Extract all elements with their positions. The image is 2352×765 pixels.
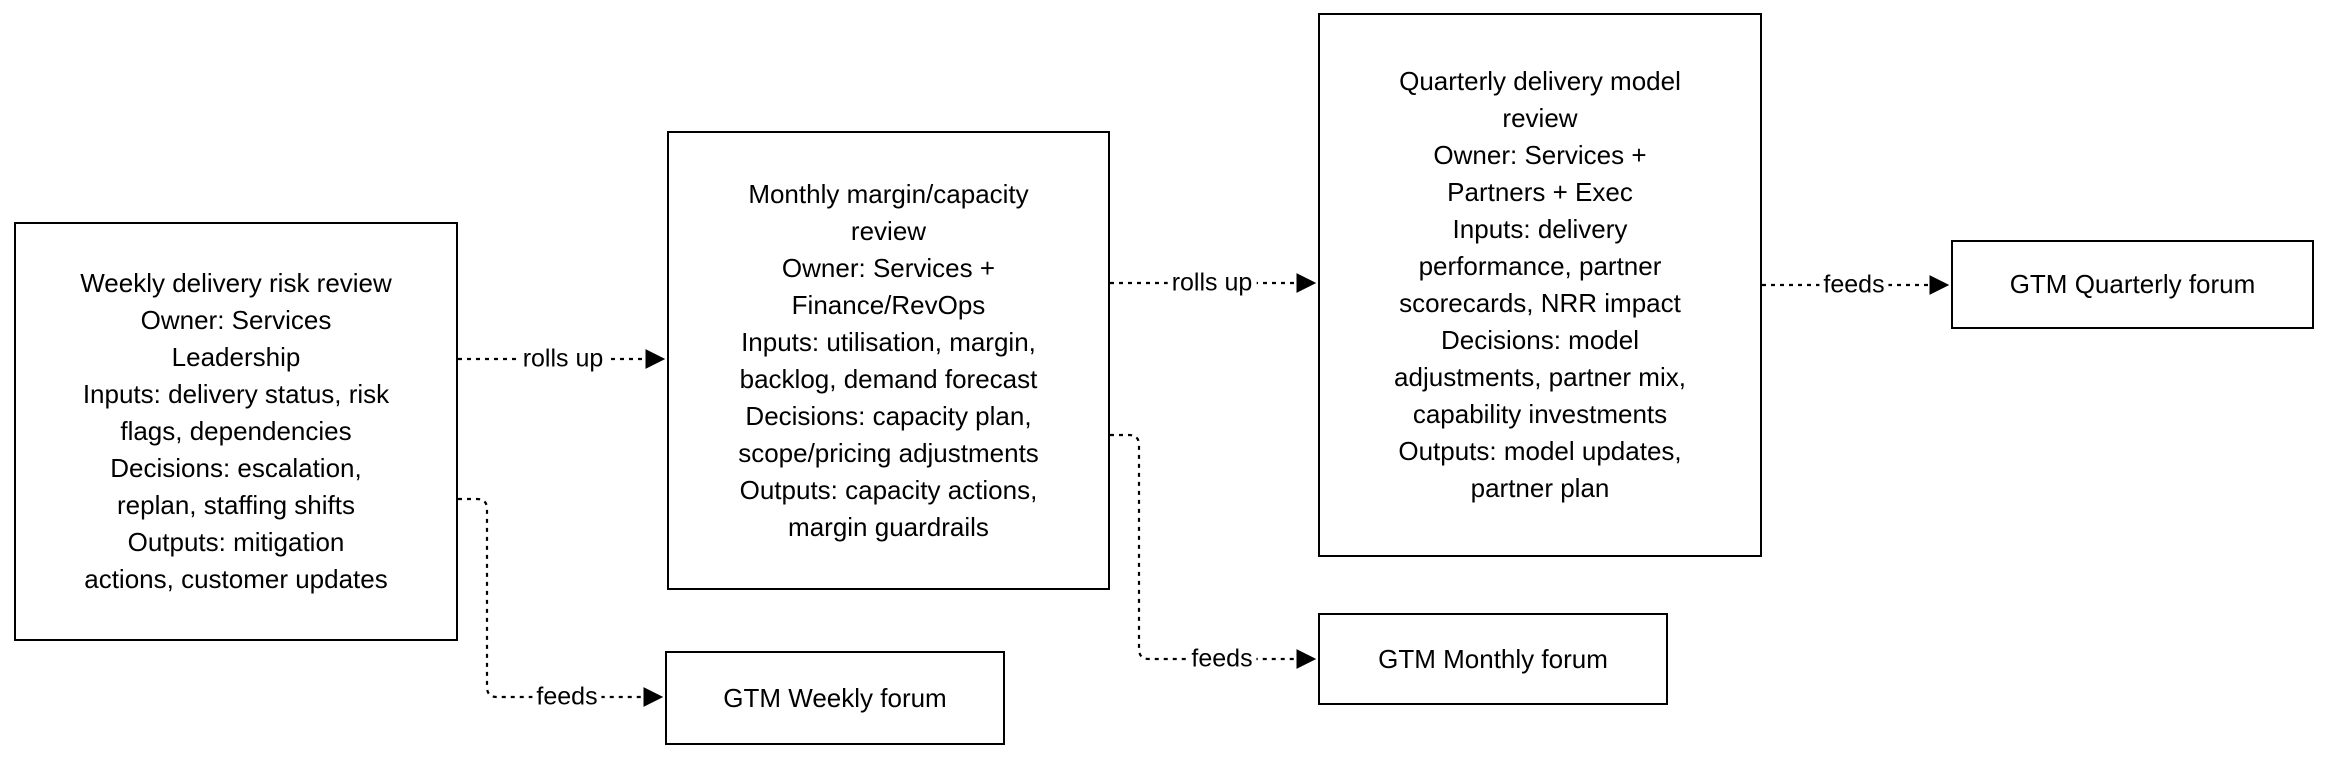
node-gtm-monthly-forum[interactable]: GTM Monthly forum bbox=[1318, 613, 1668, 705]
node-monthly-margin-capacity-review[interactable]: Monthly margin/capacity review Owner: Se… bbox=[667, 131, 1110, 590]
node-label: Monthly margin/capacity review Owner: Se… bbox=[738, 178, 1039, 542]
edge-monthly-to-gtm-monthly bbox=[1110, 433, 1317, 669]
node-label: GTM Weekly forum bbox=[723, 682, 947, 713]
edge-label-feeds: feeds bbox=[1819, 272, 1889, 298]
node-gtm-weekly-forum[interactable]: GTM Weekly forum bbox=[665, 651, 1005, 745]
edge-label-rolls-up: rolls up bbox=[518, 346, 608, 372]
node-label: GTM Monthly forum bbox=[1378, 643, 1608, 674]
node-weekly-delivery-risk-review[interactable]: Weekly delivery risk review Owner: Servi… bbox=[14, 222, 458, 641]
edge-label-feeds: feeds bbox=[532, 684, 602, 710]
node-gtm-quarterly-forum[interactable]: GTM Quarterly forum bbox=[1951, 240, 2314, 329]
edge-label-rolls-up: rolls up bbox=[1167, 270, 1257, 296]
node-label: Weekly delivery risk review Owner: Servi… bbox=[80, 268, 392, 594]
node-label: Quarterly delivery model review Owner: S… bbox=[1394, 66, 1686, 503]
edge-weekly-to-gtm-weekly bbox=[458, 497, 664, 707]
edge-label-feeds: feeds bbox=[1187, 646, 1257, 672]
node-quarterly-delivery-model-review[interactable]: Quarterly delivery model review Owner: S… bbox=[1318, 13, 1762, 557]
node-label: GTM Quarterly forum bbox=[2009, 269, 2256, 299]
